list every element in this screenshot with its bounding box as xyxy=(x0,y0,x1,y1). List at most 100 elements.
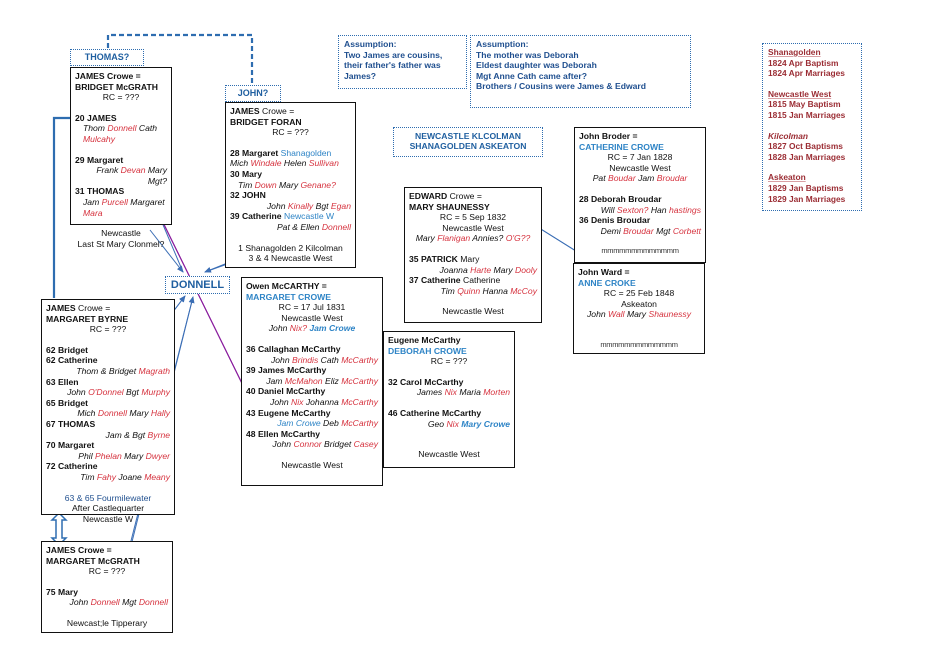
child: 62 Bridget xyxy=(46,344,89,355)
witnesses: Pat Boudar Jam Broudar xyxy=(592,173,688,184)
wife: BRIDGET FORAN xyxy=(230,116,302,127)
sponsors: John Nix Johanna McCarthy xyxy=(270,396,378,407)
wife: MARGARET CROWE xyxy=(246,291,331,302)
place: 1 Shanagolden 2 Kilcolman xyxy=(238,242,343,253)
witnesses: Mary Flanigan Annies? O'G?? xyxy=(415,233,531,244)
rc-date: RC = 17 Jul 1831 xyxy=(278,302,346,313)
sponsors: Frank Devan Mary Mgt? xyxy=(96,165,167,186)
legend-line: 1829 Jan Marriages xyxy=(768,193,846,204)
child: 70 Margaret xyxy=(46,440,95,451)
child: 72 Catherine xyxy=(46,461,98,472)
parish-line: SHANAGOLDEN ASKEATON xyxy=(409,141,527,151)
husband: JAMES Crowe = xyxy=(230,106,295,116)
child: 46 Catherine McCarthy xyxy=(388,407,482,418)
husband: John Ward = xyxy=(578,267,630,277)
sponsors: Tim Down Mary Genane? xyxy=(238,179,336,190)
child: 62 Catherine xyxy=(46,355,98,366)
sponsors: Pat & Ellen Donnell xyxy=(276,221,351,232)
wife: ANNE CROKE xyxy=(578,277,636,288)
sponsors: Tim Quinn Hanna McCoy xyxy=(440,285,537,296)
placeholder-text: mmmmmmmmmmmmm xyxy=(601,246,679,256)
wife: CATHERINE CROWE xyxy=(579,141,664,152)
rc-date: RC = 5 Sep 1832 xyxy=(439,212,507,223)
legend-heading: Kilcolman xyxy=(768,130,809,141)
place: After Castlequarter xyxy=(71,503,145,514)
rc-date: RC = 7 Jan 1828 xyxy=(607,152,673,163)
legend-line: 1815 May Baptism xyxy=(768,99,841,110)
child: 39 James McCarthy xyxy=(246,365,327,376)
sponsors: Mich Windale Helen Sullivan xyxy=(230,158,339,169)
sponsors: Thom & Bridget Magrath xyxy=(76,365,170,376)
assumption-line: their father's father was xyxy=(344,60,441,71)
family-box-bridget-mcgrath: JAMES Crowe = BRIDGET McGRATH RC = ??? 2… xyxy=(70,67,172,249)
family-box-edward-crowe: EDWARD Crowe = MARY SHAUNESSY RC = 5 Sep… xyxy=(404,187,542,323)
label-thomas: THOMAS? xyxy=(70,49,144,66)
placeholder-text: mmmmmmmmmmmmm xyxy=(600,339,678,349)
family-box-john-broder: John Broder = CATHERINE CROWE RC = 7 Jan… xyxy=(574,127,706,263)
place: Newcastle West xyxy=(442,222,504,233)
sponsors: Jam & Bgt Byrne xyxy=(105,429,170,440)
rc-date: RC = ??? xyxy=(272,127,309,138)
place: Newcastle West xyxy=(281,459,343,470)
place: Last St Mary Clonmel? xyxy=(77,238,165,249)
sponsors: Geo Nix Mary Crowe xyxy=(427,418,510,429)
legend-line: 1824 Apr Baptism xyxy=(768,57,839,68)
wife: BRIDGET McGRATH xyxy=(75,81,158,92)
witnesses: John Wall Mary Shaunessy xyxy=(587,309,691,320)
assumption-title: Assumption: xyxy=(344,39,397,49)
wife: MARY SHAUNESSY xyxy=(409,201,490,212)
assumption-line: James? xyxy=(344,70,377,81)
family-box-margaret-mcgrath: JAMES Crowe = MARGARET McGRATH RC = ??? … xyxy=(41,541,173,633)
child: 29 Margaret xyxy=(75,154,124,165)
place: Newcastle West xyxy=(442,306,504,317)
assumption-line: Eldest daughter was Deborah xyxy=(476,60,597,71)
sponsors: Mich Donnell Mary Hally xyxy=(77,408,170,419)
place: Askeaton xyxy=(621,298,657,309)
sponsors: James Nix Maria Morten xyxy=(416,387,510,398)
sponsors: Jam Purcell Margaret Mara xyxy=(83,196,165,218)
child: 37 Catherine Catherine xyxy=(409,275,501,286)
rc-date: RC = ??? xyxy=(89,324,127,335)
legend-heading: Newcastle West xyxy=(768,88,832,99)
place: Newcastle West xyxy=(281,312,343,323)
sponsors: Jam McMahon Eliz McCarthy xyxy=(266,375,378,386)
legend-heading: Shanagolden xyxy=(768,47,821,57)
child: 28 Margaret Shanagolden xyxy=(230,147,332,158)
husband: John Broder = xyxy=(579,131,638,141)
label-john: JOHN? xyxy=(225,85,281,102)
assumption-line: Two James are cousins, xyxy=(344,49,443,60)
assumption-note-1: Assumption: Two James are cousins, their… xyxy=(338,35,467,89)
place: Newcastle West xyxy=(418,449,480,460)
place: 3 & 4 Newcastle West xyxy=(248,253,333,264)
label-donnell: DONNELL xyxy=(165,276,230,294)
sponsors: Thom Donnell Cath Mulcahy xyxy=(83,123,158,144)
assumption-line: Mgt Anne Cath came after? xyxy=(476,70,587,81)
husband: JAMES Crowe = xyxy=(46,545,112,555)
assumption-title: Assumption: xyxy=(476,39,529,49)
sponsors: John Kinally Bgt Egan xyxy=(266,200,351,211)
legend-line: 1824 Apr Marriages xyxy=(768,68,845,79)
child: 36 Denis Broudar xyxy=(579,215,651,226)
child: 65 Bridget xyxy=(46,397,89,408)
legend-line: 1829 Jan Baptisms xyxy=(768,182,844,193)
child: 30 Mary xyxy=(230,168,263,179)
child: 20 JAMES xyxy=(75,112,117,123)
family-box-eugene-mccarthy: Eugene McCarthy DEBORAH CROWE RC = ??? 3… xyxy=(383,331,515,468)
legend-line: 1827 Oct Baptisms xyxy=(768,141,843,152)
child: 36 Callaghan McCarthy xyxy=(246,343,341,354)
rc-date: RC = ??? xyxy=(102,92,140,103)
rc-date: RC = ??? xyxy=(430,356,468,367)
family-box-owen-mccarthy: Owen McCARTHY = MARGARET CROWE RC = 17 J… xyxy=(241,277,383,486)
place: Newcastle W xyxy=(82,513,134,524)
witnesses: John Nix? Jam Crowe xyxy=(268,323,356,334)
sponsors: John Connor Bridget Casey xyxy=(272,439,378,450)
husband: Eugene McCarthy xyxy=(388,335,461,345)
label-parishes: NEWCASTLE KLCOLMAN SHANAGOLDEN ASKEATON xyxy=(393,127,543,157)
sponsors: John Donnell Mgt Donnell xyxy=(69,597,168,608)
wife: DEBORAH CROWE xyxy=(388,345,467,356)
legend-heading: Askeaton xyxy=(768,172,806,183)
parish-line: NEWCASTLE KLCOLMAN xyxy=(415,131,521,141)
sponsors: Tim Fahy Joane Meany xyxy=(80,471,170,482)
child: 67 THOMAS xyxy=(46,418,96,429)
legend-line: 1828 Jan Marriages xyxy=(768,151,846,162)
